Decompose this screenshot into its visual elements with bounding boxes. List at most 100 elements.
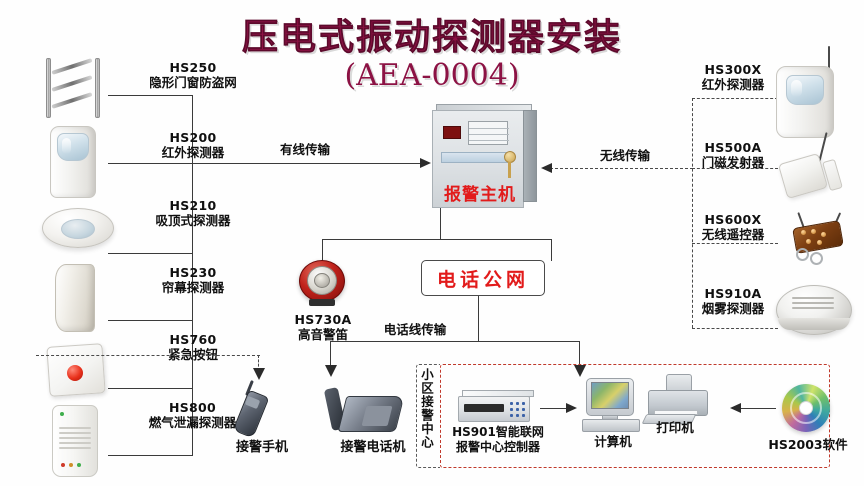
gas-detector-icon bbox=[52, 405, 98, 477]
wireless-pir-icon bbox=[776, 46, 838, 138]
panel-down-line bbox=[440, 208, 442, 240]
device-name: 红外探测器 bbox=[161, 145, 225, 160]
page-title: 压电式振动探测器安装 bbox=[241, 17, 622, 59]
cd-to-printer-arrow-icon bbox=[730, 403, 741, 413]
wireless-separator bbox=[692, 98, 778, 99]
wireless-trunk-line bbox=[545, 168, 693, 169]
wireless-trunk-arrow-icon bbox=[541, 163, 552, 173]
device-name: 红外探测器 bbox=[701, 77, 765, 92]
wired-separator bbox=[108, 95, 193, 97]
center-arrow-icon bbox=[574, 365, 586, 377]
siren-branch-line bbox=[322, 239, 324, 263]
center-item-label-cd: HS2003软件 bbox=[768, 437, 848, 452]
device-code: HS200 bbox=[169, 130, 217, 145]
window-grille-icon bbox=[42, 58, 104, 120]
cd-software-icon bbox=[782, 384, 830, 432]
center-item-label-computer: 计算机 bbox=[594, 434, 632, 449]
printer-icon bbox=[641, 374, 714, 424]
wireless-device-label-hs600x: HS600X 无线遥控器 bbox=[690, 212, 776, 242]
desk-phone-arrow-icon bbox=[325, 365, 337, 377]
wired-device-label-hs760: HS760 紧急按钮 bbox=[118, 332, 268, 362]
wireless-separator bbox=[692, 243, 778, 244]
device-code: HS230 bbox=[169, 265, 217, 280]
ceiling-detector-icon bbox=[42, 208, 114, 250]
panel-branch-line bbox=[322, 239, 552, 241]
center-branch-line bbox=[579, 341, 581, 367]
door-magnet-icon bbox=[777, 132, 852, 206]
monitoring-center-zone bbox=[440, 364, 830, 468]
wireless-device-label-hs300x: HS300X 红外探测器 bbox=[690, 62, 776, 92]
wireless-separator bbox=[692, 168, 778, 169]
wired-separator bbox=[108, 455, 193, 457]
device-name: 烟雾探测器 bbox=[701, 301, 765, 316]
device-name: 吸顶式探测器 bbox=[155, 213, 231, 228]
wired-separator bbox=[108, 163, 193, 165]
device-name-line2: 报警中心控制器 bbox=[455, 440, 540, 454]
cd-to-printer-line bbox=[740, 408, 776, 410]
siren-label: HS730A 高音警笛 bbox=[283, 312, 363, 342]
wired-trunk-arrow-icon bbox=[420, 158, 431, 168]
wired-trunk-line bbox=[192, 163, 422, 165]
device-name: 高音警笛 bbox=[297, 327, 348, 342]
receiver-label-mobile: 接警手机 bbox=[235, 440, 288, 455]
monitoring-center-vertical-label: 小区接警中心 bbox=[419, 368, 434, 449]
wireless-link-label: 无线传输 bbox=[599, 148, 650, 163]
mobile-dashed-branch bbox=[258, 355, 259, 371]
smoke-detector-icon bbox=[776, 285, 852, 341]
device-code: HS300X bbox=[704, 62, 762, 77]
monitoring-center-left-edge bbox=[416, 364, 440, 468]
device-code: HS500A bbox=[704, 140, 762, 155]
device-name: 无线遥控器 bbox=[701, 227, 765, 242]
phone-line-label: 电话线传输 bbox=[383, 322, 447, 337]
emergency-button-icon bbox=[46, 343, 106, 397]
device-name: 紧急按钮 bbox=[167, 347, 218, 362]
wireless-bus-vertical bbox=[692, 98, 693, 328]
siren-icon bbox=[299, 260, 347, 310]
phone-network-box: 电话公网 bbox=[421, 260, 545, 296]
wired-device-label-hs200: HS200 红外探测器 bbox=[118, 130, 268, 160]
center-item-label-hs901: HS901智能联网 报警中心控制器 bbox=[443, 425, 553, 455]
center-item-label-printer: 打印机 bbox=[656, 420, 694, 435]
wired-separator bbox=[108, 388, 193, 390]
page-subtitle: (AEA-0004) bbox=[344, 58, 520, 93]
wired-device-label-hs230: HS230 帘幕探测器 bbox=[118, 265, 268, 295]
wired-device-label-hs210: HS210 吸顶式探测器 bbox=[118, 198, 268, 228]
phone-line-horizontal bbox=[330, 341, 580, 343]
device-name-line1: HS901智能联网 bbox=[452, 425, 544, 439]
device-code: HS730A bbox=[294, 312, 352, 327]
wired-separator bbox=[108, 253, 193, 255]
device-code: HS250 bbox=[169, 60, 217, 75]
alarm-host-label: 报警主机 bbox=[444, 185, 516, 205]
wired-device-label-hs250: HS250 隐形门窗防盗网 bbox=[118, 60, 268, 90]
receiver-label-deskphone: 接警电话机 bbox=[340, 440, 406, 455]
computer-icon bbox=[582, 378, 644, 432]
alarm-host-panel-icon: 报警主机 bbox=[432, 104, 540, 208]
desk-phone-branch-line bbox=[330, 341, 332, 367]
device-code: HS600X bbox=[704, 212, 762, 227]
wired-device-label-hs800: HS800 燃气泄漏探测器 bbox=[110, 400, 275, 430]
phone-network-branch-line bbox=[551, 239, 553, 261]
wireless-separator bbox=[692, 328, 778, 329]
desk-phone-icon bbox=[323, 382, 408, 440]
network-controller-icon bbox=[458, 390, 536, 424]
remote-control-icon bbox=[786, 210, 852, 286]
device-code: HS760 bbox=[169, 332, 217, 347]
controller-to-computer-line bbox=[540, 408, 568, 410]
phone-line-down bbox=[478, 296, 480, 342]
controller-to-computer-arrow-icon bbox=[566, 403, 577, 413]
mobile-phone-arrow-icon bbox=[253, 368, 265, 380]
mobile-dashed-line bbox=[36, 355, 260, 356]
wired-separator bbox=[108, 320, 193, 322]
mobile-phone-icon bbox=[232, 380, 290, 439]
device-name: 门磁发射器 bbox=[701, 155, 765, 170]
device-code: HS210 bbox=[169, 198, 217, 213]
curtain-detector-icon bbox=[55, 264, 95, 332]
wireless-device-label-hs910a: HS910A 烟雾探测器 bbox=[690, 286, 776, 316]
wired-bus-vertical bbox=[192, 95, 194, 455]
device-name: 燃气泄漏探测器 bbox=[148, 415, 237, 430]
device-name: 隐形门窗防盗网 bbox=[149, 75, 237, 90]
wireless-device-label-hs500a: HS500A 门磁发射器 bbox=[690, 140, 776, 170]
wired-link-label: 有线传输 bbox=[279, 142, 330, 157]
pir-detector-icon bbox=[50, 126, 96, 198]
